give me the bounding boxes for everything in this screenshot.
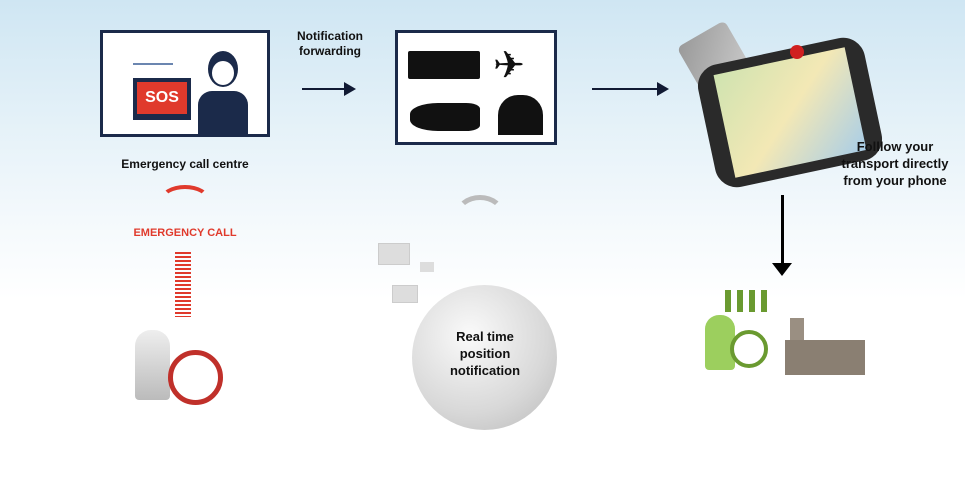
finish-flag-stopwatch-icon [700, 290, 775, 375]
envelope-icon [420, 262, 434, 272]
clock-icon [168, 350, 223, 405]
envelope-icon [392, 285, 418, 303]
envelope-icon [378, 243, 410, 265]
arrow-right [592, 82, 669, 96]
globe-icon [412, 285, 557, 430]
phone-label: Folllow your transport directly from you… [841, 139, 949, 188]
arrow-down-head [772, 263, 792, 276]
sos-screen: SOS [137, 82, 187, 114]
factory-icon [785, 300, 865, 375]
emergency-call-label: EMERGENCY CALL [133, 227, 237, 239]
forwarding-label: Notification forwarding [297, 29, 363, 58]
wifi-icon [455, 195, 505, 235]
helicopter-icon [410, 103, 480, 131]
call-centre-panel: SOS [100, 30, 270, 137]
logo [133, 45, 173, 65]
transport-panel: ✈ [395, 30, 557, 145]
operator-icon [198, 51, 248, 136]
arrow-right [302, 82, 356, 96]
arrow-down [781, 195, 784, 265]
signal-waves-icon [160, 185, 210, 215]
map-pin-icon [790, 45, 804, 59]
officer-icon [498, 95, 543, 135]
worried-person-icon [135, 330, 170, 400]
plane-icon: ✈ [493, 45, 525, 87]
signal-bars [175, 252, 191, 317]
call-centre-label: Emergency call centre [121, 157, 249, 171]
globe-label: Real time position notification [449, 329, 521, 378]
laptop-icon: SOS [133, 78, 191, 120]
truck-icon [408, 51, 480, 79]
